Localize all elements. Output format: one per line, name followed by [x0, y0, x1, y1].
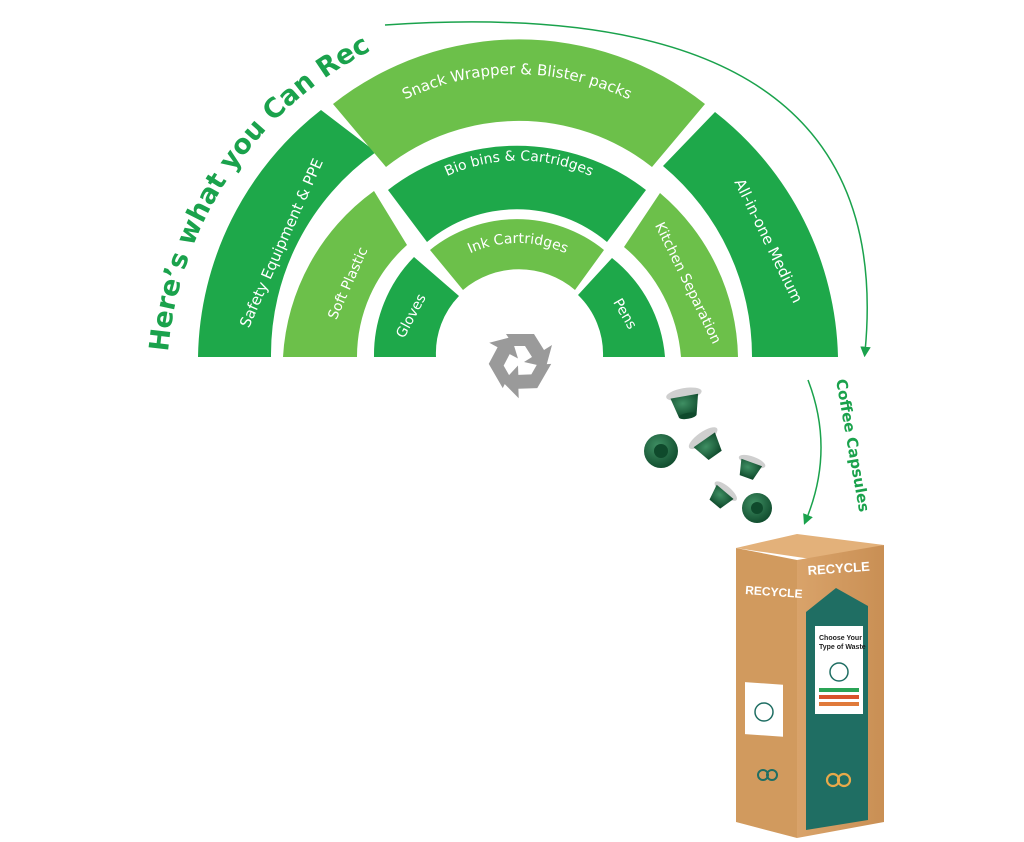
terracycle-logo-icon: [757, 769, 778, 781]
coffee-capsules: [644, 387, 772, 523]
segment-soft-plastic: [283, 191, 407, 357]
capsule-icon: [644, 434, 678, 468]
capsule-icon: [742, 493, 772, 523]
segment-kitchen-separation: [624, 193, 738, 357]
segment-snack-wrapper: [333, 39, 705, 167]
segment-safety-equipment: [198, 110, 376, 357]
box-side-label: RECYCLE: [745, 583, 803, 601]
box-small-card: [745, 682, 783, 737]
segment-bio-bins: [388, 145, 646, 242]
capsule-icon: [666, 387, 702, 420]
box-front-card: [815, 626, 863, 714]
box-front-label: RECYCLE: [807, 559, 870, 578]
top-arrow: [384, 21, 871, 358]
refresh-icon: [754, 702, 774, 722]
segment-ink-cartridges: [430, 219, 604, 290]
segment-gloves: [373, 257, 459, 357]
box-panel-title: Choose Your Type of Waste: [819, 635, 866, 651]
refresh-icon: [829, 662, 849, 682]
side-label: Coffee Capsules: [832, 378, 873, 514]
capsule-icon: [709, 481, 737, 509]
recycle-icon: [488, 334, 552, 399]
capsule-icon: [688, 427, 722, 460]
recycle-box: RECYCLE RECYCLE Choose Your Type of Wast…: [736, 534, 884, 838]
side-arrow: [803, 379, 822, 525]
segment-all-in-one: [663, 112, 838, 357]
capsule-icon: [738, 454, 766, 480]
segment-pens: [578, 258, 665, 357]
terracycle-logo-icon: [825, 772, 852, 788]
